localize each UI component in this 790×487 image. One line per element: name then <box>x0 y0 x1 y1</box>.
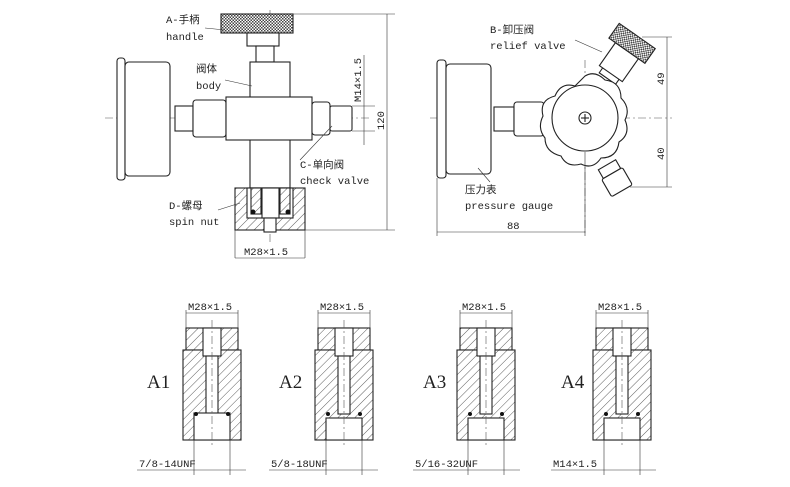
handle <box>220 13 294 34</box>
height-dimension: 120 <box>376 111 388 130</box>
bottom-thread-dimension: 5/8-18UNF <box>271 459 328 471</box>
top-thread-dimension: M28×1.5 <box>598 302 642 314</box>
adapter-label: A4 <box>561 372 585 393</box>
adapter-label: A3 <box>423 372 446 393</box>
top-thread-dimension: M28×1.5 <box>188 302 232 314</box>
adapter-a1: A1 M28×1.5 7/8-14UNF <box>137 302 246 475</box>
outlet-fitting <box>597 159 633 197</box>
spin-nut-label-en: spin nut <box>169 217 219 229</box>
handle-stem <box>255 45 275 63</box>
width-dimension: 88 <box>507 221 520 233</box>
pressure-gauge-label-cn: 压力表 <box>465 183 497 197</box>
pressure-gauge <box>116 57 171 181</box>
handle-label-en: handle <box>166 32 204 44</box>
front-view: A-手柄 handle 阀体 body C-单向阀 check valve D-… <box>105 10 395 259</box>
bottom-thread-dimension: 5/16-32UNF <box>415 459 478 471</box>
handle-label-cn: A-手柄 <box>166 13 200 27</box>
pressure-gauge <box>436 59 492 179</box>
body-label-en: body <box>196 81 221 93</box>
relief-valve <box>598 22 657 86</box>
side-thread-dimension: M14×1.5 <box>353 58 365 102</box>
body-label-cn: 阀体 <box>196 62 217 76</box>
top-thread-dimension: M28×1.5 <box>462 302 506 314</box>
hex-fitting-right <box>311 101 331 136</box>
screw-icon <box>578 111 592 125</box>
valve-body-circle <box>551 84 619 152</box>
valve-body <box>225 96 313 141</box>
check-valve-label-en: check valve <box>300 176 369 188</box>
gauge-fitting <box>493 106 515 132</box>
bottom-thread-dimension: 7/8-14UNF <box>139 459 196 471</box>
spin-nut <box>234 187 306 233</box>
adapter-label: A2 <box>279 372 302 393</box>
bottom-thread-dimension: M14×1.5 <box>553 459 597 471</box>
upper-dimension: 49 <box>656 72 668 85</box>
adapter-a3: A3 M28×1.5 5/16-32UNF <box>413 302 520 475</box>
check-valve-label-cn: C-单向阀 <box>300 158 344 172</box>
adapter-a2: A2 M28×1.5 5/8-18UNF <box>269 302 378 475</box>
handle-stem <box>246 32 280 47</box>
nut-thread-dimension: M28×1.5 <box>244 247 288 259</box>
adapter-label: A1 <box>147 372 170 393</box>
valve-body-lobed <box>539 73 628 167</box>
lower-dimension: 40 <box>656 147 668 160</box>
top-thread-dimension: M28×1.5 <box>320 302 364 314</box>
spin-nut-label-cn: D-螺母 <box>169 200 203 213</box>
relief-valve-label-en: relief valve <box>490 41 566 53</box>
adapter-list: A1 M28×1.5 7/8-14UNF A2 M28×1.5 5/8-18UNF A3 M2… <box>137 302 656 475</box>
check-valve <box>329 105 353 132</box>
gauge-fitting <box>174 105 194 132</box>
pressure-gauge-label-en: pressure gauge <box>465 201 553 213</box>
hex-fitting-left <box>192 99 227 138</box>
hex-fitting <box>513 101 545 137</box>
side-view: B-卸压阀 relief valve 压力表 pressure gauge 88… <box>430 22 672 236</box>
relief-valve-label-cn: B-卸压阀 <box>490 23 534 37</box>
